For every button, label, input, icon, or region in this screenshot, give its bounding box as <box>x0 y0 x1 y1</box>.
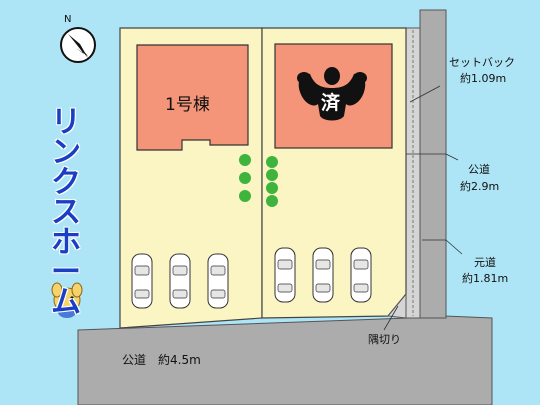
car-icon <box>131 253 153 309</box>
road-east-leader <box>445 153 459 161</box>
car-icon <box>274 247 296 303</box>
setback-title: セットバック <box>449 56 515 69</box>
original-road-title: 元道 <box>474 256 496 269</box>
tree-icon <box>266 169 278 181</box>
tree-icon <box>266 156 278 168</box>
tree-icon <box>266 182 278 194</box>
muscle-figure-icon <box>297 67 367 121</box>
south-road-label: 公道 約4.5m <box>122 353 201 367</box>
car-icon <box>350 247 372 303</box>
road-east-title: 公道 <box>468 163 490 176</box>
parking-area-left <box>131 253 229 309</box>
building-1-label: 1号棟 <box>165 95 210 115</box>
corner-cut-leader <box>383 305 399 331</box>
tree-icon <box>239 190 251 202</box>
brand-vertical-text: リンクスホーム <box>48 108 84 318</box>
trees <box>239 154 278 207</box>
road-east-value: 約2.9m <box>460 180 500 193</box>
original-road-leader <box>445 239 463 255</box>
east-road <box>419 9 447 319</box>
car-icon <box>169 253 191 309</box>
tree-icon <box>239 172 251 184</box>
parking-area-right <box>274 247 372 303</box>
brand-text: リンクスホーム <box>51 105 81 320</box>
sold-label: 済 <box>321 92 341 114</box>
setback-value: 約1.09m <box>460 72 507 85</box>
building-1 <box>136 44 249 151</box>
car-icon <box>207 253 229 309</box>
tree-icon <box>239 154 251 166</box>
tree-icon <box>266 195 278 207</box>
mascot-icon <box>51 282 83 318</box>
corner-cut-area <box>387 292 407 319</box>
car-icon <box>312 247 334 303</box>
setback-leader <box>409 85 441 103</box>
compass-icon <box>60 27 96 63</box>
original-road-value: 約1.81m <box>462 272 509 285</box>
compass-north-label: N <box>64 14 72 25</box>
corner-cut-label: 隅切り <box>368 333 401 346</box>
